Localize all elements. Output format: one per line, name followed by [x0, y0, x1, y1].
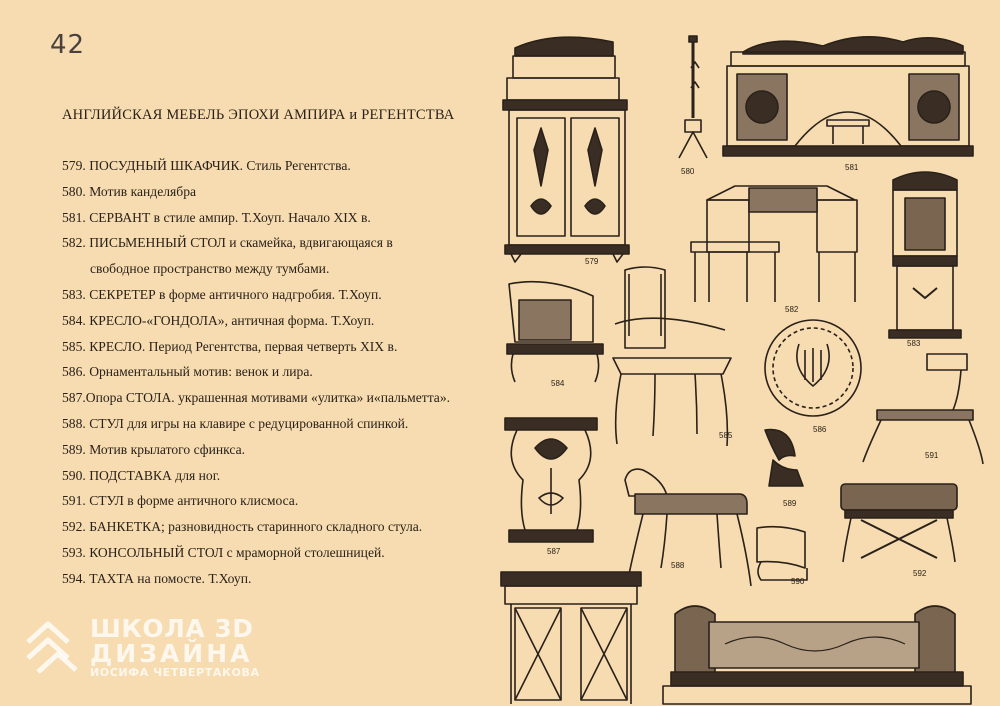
figure-label: 591	[925, 451, 939, 460]
figure-label: 592	[913, 569, 927, 578]
figure-587-table-support: 587	[504, 417, 598, 556]
figure-580-candelabra: 580	[678, 35, 708, 176]
figure-579-sideboard: 579	[502, 36, 630, 266]
caption-item: 584. КРЕСЛО-«ГОНДОЛА», античная форма. Т…	[62, 312, 375, 328]
page-title: АНГЛИЙСКАЯ МЕБЕЛЬ ЭПОХИ АМПИРА и РЕГЕНТС…	[62, 107, 455, 123]
figure-594-daybed	[662, 605, 972, 705]
caption-item: 591. СТУЛ в форме античного клисмоса.	[62, 493, 299, 509]
caption-item: 587.Опора СТОЛА. украшенная мотивами «ул…	[62, 390, 451, 406]
figure-label: 580	[681, 167, 695, 176]
caption-item: 582. ПИСЬМЕННЫЙ СТОЛ и скамейка, вдвигаю…	[62, 235, 393, 251]
figure-label: 579	[585, 257, 599, 266]
figure-584-gondola-chair: 584	[506, 280, 604, 388]
watermark-line-2: ДИЗАЙНА	[90, 638, 253, 668]
figure-label: 581	[845, 163, 859, 172]
watermark-line-1: ШКОЛА 3D	[90, 613, 254, 643]
caption-item: 580. Мотив канделябра	[62, 183, 197, 199]
watermark-line-3: ИОСИФА ЧЕТВЕРТАКОВА	[90, 665, 260, 679]
figure-589-winged-sphinx: 589	[764, 428, 804, 508]
caption-item: 589. Мотив крылатого сфинкса.	[62, 441, 246, 457]
page-number: 42	[50, 30, 86, 60]
illustration-plate: 579 580 581 582	[495, 28, 995, 706]
caption-item: 581. СЕРВАНТ в стиле ампир. Т.Хоуп. Нача…	[62, 209, 371, 225]
figure-585-armchair: 585	[612, 266, 733, 447]
caption-item: 594. ТАХТА на помосте. Т.Хоуп.	[62, 570, 252, 586]
figure-label: 585	[719, 431, 733, 440]
figure-583-secretaire: 583	[888, 171, 962, 348]
figure-label: 587	[547, 547, 561, 556]
caption-item: 592. БАНКЕТКА; разновидность старинного …	[62, 519, 423, 535]
figure-593-console-table	[500, 571, 642, 704]
caption-list: 579. ПОСУДНЫЙ ШКАФЧИК. Стиль Регентства.…	[62, 158, 450, 597]
caption-item: 583. СЕКРЕТЕР в форме античного надгроби…	[62, 286, 382, 302]
figure-label: 590	[791, 577, 805, 586]
figure-label: 582	[785, 305, 799, 314]
caption-item: 585. КРЕСЛО. Период Регентства, первая ч…	[62, 338, 398, 354]
figure-label: 588	[671, 561, 685, 570]
caption-item: 593. КОНСОЛЬНЫЙ СТОЛ с мраморной столешн…	[62, 544, 385, 560]
figure-582-writing-table: 582	[690, 185, 858, 314]
caption-item: 586. Орнаментальный мотив: венок и лира.	[62, 364, 313, 380]
figure-586-wreath-lyre: 586	[764, 319, 862, 434]
figure-591-klismos-chair: 591	[862, 353, 984, 465]
figure-label: 583	[907, 339, 921, 348]
school-logo-icon	[26, 621, 78, 674]
caption-item: 590. ПОДСТАВКА для ног.	[62, 467, 221, 483]
figure-label: 589	[783, 499, 797, 508]
caption-item: 588. СТУЛ для игры на клавире с редуциро…	[62, 415, 409, 431]
figure-588-piano-stool: 588	[624, 468, 752, 587]
figure-label: 584	[551, 379, 565, 388]
caption-item-continuation: свободное пространство между тумбами.	[90, 261, 330, 277]
figure-592-banquette: 592	[840, 483, 958, 578]
figure-label: 586	[813, 425, 827, 434]
school-watermark: ШКОЛА 3D ДИЗАЙНА ИОСИФА ЧЕТВЕРТАКОВА	[18, 614, 260, 680]
figure-581-sideboard: 581	[722, 36, 974, 172]
caption-item: 579. ПОСУДНЫЙ ШКАФЧИК. Стиль Регентства.	[62, 158, 351, 173]
figure-590-footstool: 590	[756, 525, 808, 586]
